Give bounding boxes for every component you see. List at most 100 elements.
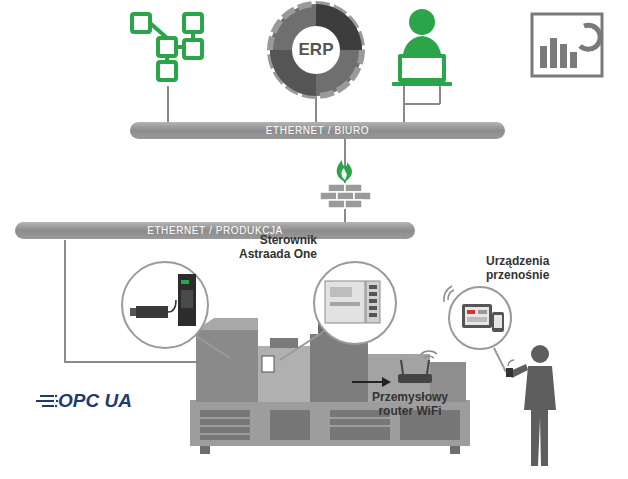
drawing-circle bbox=[270, 4, 362, 96]
drawing-line bbox=[494, 348, 506, 372]
drawing-rect bbox=[465, 307, 489, 325]
logo-text: OPC UA bbox=[58, 390, 168, 412]
network-band: ETHERNET / BIURO bbox=[130, 122, 505, 139]
drawing-rect bbox=[262, 356, 274, 372]
drawing-line bbox=[200, 433, 250, 435]
drawing-rect bbox=[540, 46, 547, 68]
drawing-rect bbox=[462, 304, 492, 328]
drawing-circle bbox=[531, 345, 549, 363]
drawing-rect bbox=[40, 395, 54, 397]
drawing-circle bbox=[56, 400, 58, 402]
drawing-g bbox=[200, 418, 390, 434]
drawing-rect bbox=[178, 274, 196, 326]
erp-ring bbox=[270, 4, 362, 96]
drive-callout bbox=[122, 262, 208, 348]
network-link bbox=[316, 96, 317, 122]
drawing-rect bbox=[345, 200, 362, 208]
drawing-rect bbox=[270, 338, 298, 348]
drawing-rect bbox=[36, 400, 54, 402]
drawing-rect bbox=[392, 82, 452, 86]
operator-figure bbox=[506, 345, 556, 466]
drawing-circle bbox=[449, 287, 511, 349]
node-text: ETHERNET / BIURO bbox=[266, 125, 369, 136]
workflow-icon bbox=[132, 14, 202, 80]
drawing-rect bbox=[196, 330, 258, 402]
drawing-rect bbox=[200, 410, 250, 440]
drawing-circle bbox=[55, 395, 57, 397]
drawing-path bbox=[382, 377, 391, 387]
drawing-rect bbox=[570, 52, 577, 68]
erp-circle: ERP bbox=[270, 4, 362, 96]
drawing-circle bbox=[292, 26, 340, 74]
drawing-rect bbox=[328, 200, 345, 208]
drawing-line bbox=[200, 417, 250, 419]
drawing-rect bbox=[130, 308, 136, 316]
drawing-rect bbox=[550, 38, 557, 68]
drawing-line bbox=[200, 425, 250, 427]
drawing-rect bbox=[181, 280, 189, 284]
drawing-rect bbox=[258, 346, 310, 402]
drawing-rect bbox=[354, 192, 371, 200]
drawing-rect bbox=[345, 184, 362, 192]
drawing-rect bbox=[402, 58, 442, 78]
drawing-line bbox=[404, 103, 440, 105]
drawing-circle bbox=[270, 4, 362, 96]
chart-icon bbox=[532, 14, 602, 76]
drawing-line bbox=[352, 381, 382, 383]
drawing-path bbox=[508, 360, 514, 366]
drawing-path bbox=[342, 168, 347, 180]
network-band: ETHERNET / PRODUKCJA bbox=[15, 222, 415, 239]
drawing-line bbox=[401, 360, 403, 374]
drawing-line bbox=[439, 84, 441, 104]
drawing-rect bbox=[132, 14, 150, 32]
drawing-line bbox=[165, 56, 169, 62]
user-icon bbox=[392, 9, 452, 86]
drawing-line bbox=[167, 86, 169, 122]
drawing-rect bbox=[398, 374, 432, 383]
mobile-callout bbox=[444, 286, 511, 372]
router-icon bbox=[352, 351, 437, 387]
drawing-rect bbox=[467, 310, 475, 314]
callout-heading: Sterownik Astraada One bbox=[217, 233, 317, 261]
drawing-rect bbox=[478, 310, 487, 314]
drawing-rect bbox=[369, 306, 377, 310]
drawing-line bbox=[330, 425, 390, 427]
drawing-circle bbox=[314, 262, 396, 344]
drawing-rect bbox=[320, 192, 337, 200]
leader-lines bbox=[196, 330, 326, 360]
drawing-rect bbox=[330, 302, 360, 306]
controller-callout bbox=[314, 262, 396, 344]
drawing-circle bbox=[55, 405, 57, 407]
drawing-rect bbox=[532, 14, 602, 76]
drawing-line bbox=[176, 45, 184, 49]
opc-logo-mark bbox=[36, 395, 58, 407]
drawing-rect bbox=[398, 54, 446, 82]
drawing-rect bbox=[181, 290, 193, 308]
drawing-rect bbox=[136, 306, 168, 318]
drawing-rect bbox=[184, 40, 202, 58]
drawing-g bbox=[320, 184, 371, 208]
callout-circle: Sterownik Astraada One bbox=[313, 261, 397, 345]
drawing-path bbox=[168, 300, 176, 312]
drawing-rect bbox=[158, 62, 176, 80]
drawing-rect bbox=[369, 299, 377, 303]
drawing-line bbox=[280, 330, 326, 360]
drawing-g bbox=[369, 285, 377, 317]
drawing-rect bbox=[506, 368, 513, 377]
drawing-rect bbox=[369, 313, 377, 317]
drawing-rect bbox=[467, 317, 487, 322]
drawing-path bbox=[421, 351, 437, 358]
drawing-rect bbox=[328, 184, 345, 192]
drawing-path bbox=[580, 25, 600, 49]
firewall-icon bbox=[320, 160, 371, 208]
drawing-line bbox=[191, 32, 195, 40]
drawing-line bbox=[150, 23, 167, 38]
drawing-rect bbox=[366, 281, 380, 323]
drawing-rect bbox=[184, 14, 202, 32]
drawing-rect bbox=[158, 38, 176, 56]
drawing-rect bbox=[494, 315, 502, 328]
drawing-rect bbox=[325, 281, 365, 323]
callout-circle: Urządzenia przenośnie bbox=[448, 286, 512, 350]
drawing-rect bbox=[492, 312, 504, 332]
callout-heading: Urządzenia przenośnie bbox=[486, 254, 586, 282]
